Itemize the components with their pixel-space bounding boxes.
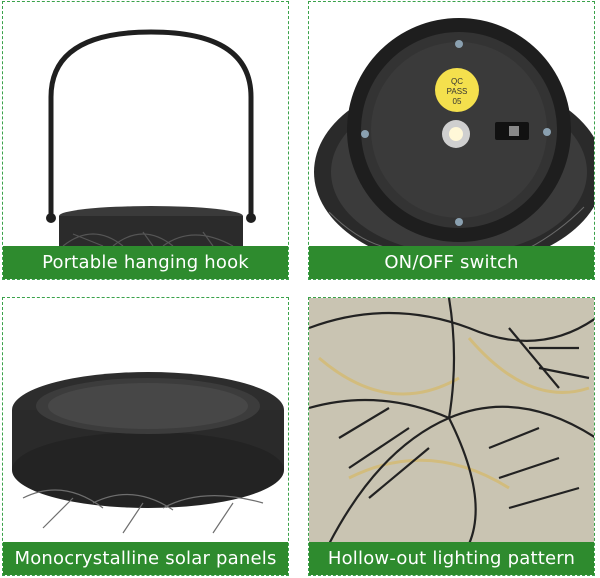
caption-on-off-switch: ON/OFF switch: [309, 246, 594, 279]
lantern-hook-illustration: [46, 29, 256, 247]
panel-solar-panels: Monocrystalline solar panels: [2, 297, 289, 576]
panel-hanging-hook: Portable hanging hook: [2, 1, 289, 280]
handle-icon: [48, 29, 254, 215]
svg-text:05: 05: [453, 97, 462, 106]
svg-text:QC: QC: [451, 77, 463, 86]
leaf-pattern-illustration: [309, 298, 594, 545]
svg-text:PASS: PASS: [447, 87, 468, 96]
lantern-base-illustration: QC PASS 05: [314, 18, 594, 267]
qc-pass-sticker: [435, 68, 479, 112]
panel-lighting-pattern: Hollow-out lighting pattern: [308, 297, 595, 576]
caption-hanging-hook: Portable hanging hook: [3, 246, 288, 279]
caption-lighting-pattern: Hollow-out lighting pattern: [309, 542, 594, 575]
panel-on-off-switch: QC PASS 05 ON/OFF switch: [308, 1, 595, 280]
lantern-lid-illustration: [12, 372, 284, 534]
caption-solar-panels: Monocrystalline solar panels: [3, 542, 288, 575]
